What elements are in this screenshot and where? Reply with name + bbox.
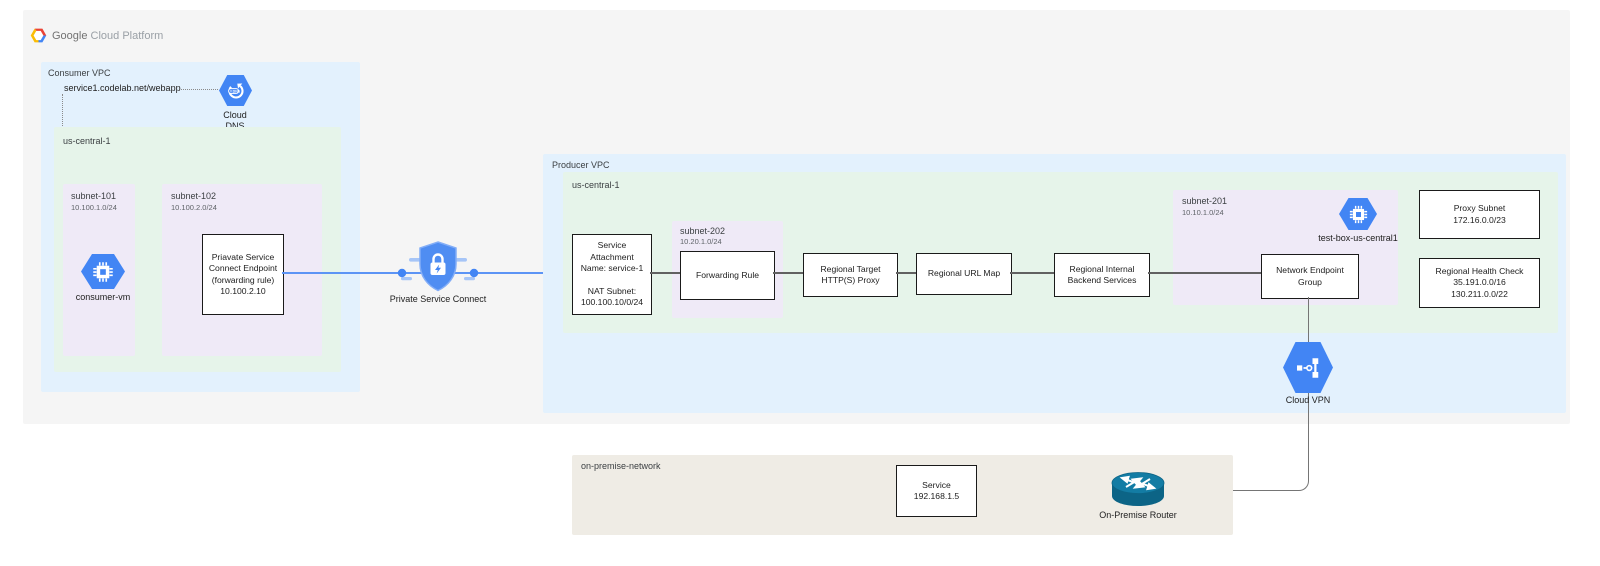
consumer-region-label: us-central-1 [63,136,111,146]
subnet-202-cidr: 10.20.1.0/24 [680,237,722,246]
private-service-connect-icon [397,241,479,292]
psc-label: Private Service Connect [389,294,487,304]
google-cloud-platform-logo-text: Google Cloud Platform [52,30,163,42]
subnet-202-name: subnet-202 [680,226,726,236]
regional-url-map-box: Regional URL Map [916,253,1012,295]
subnet-201-cidr: 10.10.1.0/24 [1182,208,1224,217]
logo-cloud-platform: Cloud Platform [90,30,164,42]
regional-target-proxy-box: Regional Target HTTP(S) Proxy [803,253,898,297]
subnet-102-name: subnet-102 [171,191,217,201]
svg-text:DNS: DNS [232,89,240,93]
consumer-vm-icon [81,254,125,289]
subnet-201-name: subnet-201 [1182,196,1228,206]
cloud-vpn-icon [1283,342,1333,393]
on-premise-service-box: Service 192.168.1.5 [896,465,977,517]
on-premise-label: on-premise-network [581,461,661,471]
subnet-101-cidr: 10.100.1.0/24 [71,203,117,212]
on-premise-router-icon [1111,472,1165,506]
service-attachment-box: Service Attachment Name: service-1 NAT S… [572,234,652,315]
regional-backend-box: Regional Internal Backend Services [1054,253,1150,297]
logo-google: Google [52,30,88,42]
test-box-vm-icon [1339,198,1377,230]
network-endpoint-group-box: Network Endpoint Group [1261,254,1359,299]
cloud-dns-label: Cloud DNS [223,110,247,131]
producer-vpc-label: Producer VPC [552,160,610,170]
psc-endpoint-box: Priavate Service Connect Endpoint (forwa… [202,234,284,315]
regional-health-check-box: Regional Health Check 35.191.0.0/16 130.… [1419,258,1540,308]
connector-fr-proxy [773,272,803,274]
consumer-vpc-label: Consumer VPC [48,68,111,78]
subnet-101-name: subnet-101 [71,191,117,201]
proxy-subnet-box: Proxy Subnet 172.16.0.0/23 [1419,190,1540,239]
test-box-vm-label: test-box-us-central1 [1318,233,1398,243]
connector-urlmap-backend [1010,272,1054,274]
cloud-vpn-label: Cloud VPN [1285,395,1331,405]
dns-dotted-line [181,89,218,90]
on-premise-router-label: On-Premise Router [1099,510,1177,520]
connector-proxy-urlmap [896,272,916,274]
connector-sa-fr [650,272,680,274]
dns-record-text: service1.codelab.net/webapp [64,83,181,93]
google-cloud-platform-logo-icon [30,28,47,43]
forwarding-rule-box: Forwarding Rule [680,251,775,300]
connector-backend-neg [1148,272,1261,274]
producer-region-label: us-central-1 [572,180,620,190]
subnet-102-cidr: 10.100.2.0/24 [171,203,217,212]
consumer-vm-label: consumer-vm [75,292,131,302]
